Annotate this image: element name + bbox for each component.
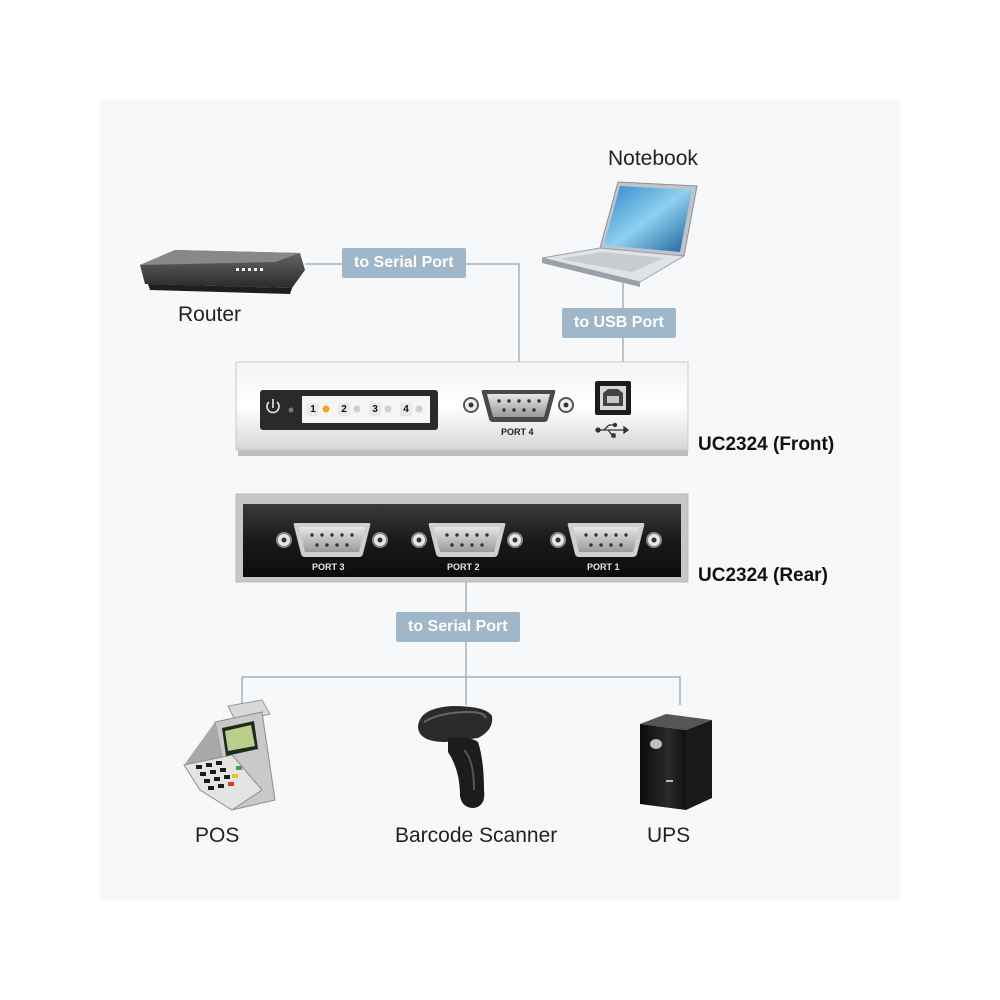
port-1-label: PORT 1 [587,562,620,572]
power-icon [266,399,280,414]
led-label-1: 1 [307,403,319,416]
pos-icon [183,699,276,811]
notebook-label: Notebook [608,147,698,170]
barcode-scanner-icon [418,706,493,808]
db9-port-2 [411,523,523,557]
ups-icon [640,714,712,810]
port-3-label: PORT 3 [312,562,345,572]
router-icon [140,250,305,294]
ups-label: UPS [647,824,691,847]
led-label-4: 4 [400,403,412,416]
db9-port-1 [550,523,662,557]
db9-port-4 [463,390,574,422]
device-bus-line [241,676,681,705]
port-2-label: PORT 2 [447,562,480,572]
hub-front-unit [235,361,689,456]
router-label: Router [178,303,242,326]
rear-serial-pill: to Serial Port [396,612,520,642]
barcode-scanner-label: Barcode Scanner [395,824,558,847]
led-label-2: 2 [338,403,350,416]
port-4-label: PORT 4 [501,427,534,437]
notebook-usb-pill: to USB Port [562,308,676,338]
notebook-icon [541,181,698,287]
hub-front-label: UC2324 (Front) [698,434,835,455]
hub-rear-label: UC2324 (Rear) [698,565,828,586]
usb-b-port [595,381,631,415]
pos-label: POS [195,824,240,847]
rear-db9-ports [276,523,662,557]
db9-port-3 [276,523,388,557]
router-serial-pill: to Serial Port [342,248,466,278]
led-active [322,405,330,413]
led-label-3: 3 [369,403,381,416]
usb-icon [595,422,630,438]
